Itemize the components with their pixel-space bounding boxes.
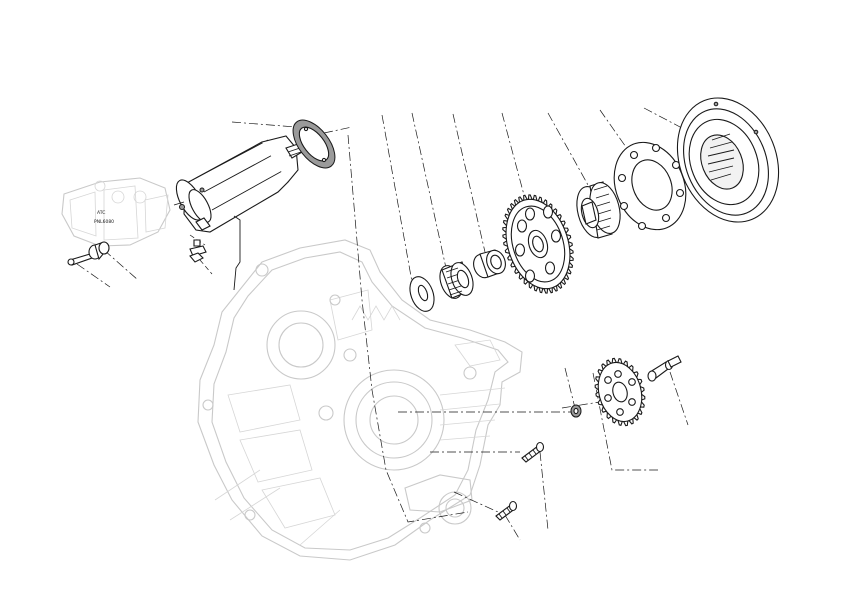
sprag-clutch <box>576 181 621 239</box>
starter-motor <box>173 135 303 233</box>
cover-bolt-lower <box>495 500 518 521</box>
crankcase-ghost <box>197 239 523 561</box>
assembly-label-1: ATC <box>97 210 105 216</box>
gear-bushing <box>473 249 506 279</box>
gear-washer <box>570 404 582 418</box>
needle-bearing <box>439 261 474 299</box>
starter-gasket <box>292 119 336 169</box>
mount-bolt <box>67 253 93 266</box>
idler-gear-large <box>502 194 574 294</box>
cover-bolt-upper <box>521 441 545 463</box>
gear-shaft <box>647 355 682 382</box>
flywheel-rotor <box>676 97 780 223</box>
starter-fasteners <box>189 215 241 291</box>
thrust-washer <box>409 276 435 312</box>
mount-spacer <box>88 241 110 261</box>
assembly-label-2: PNL6080 <box>94 219 114 225</box>
cylinder-head-ghost: ATC PNL6080 <box>61 177 171 247</box>
leader-lines <box>76 107 689 541</box>
small-starter-gear <box>594 357 646 427</box>
clutch-flange <box>613 141 687 231</box>
